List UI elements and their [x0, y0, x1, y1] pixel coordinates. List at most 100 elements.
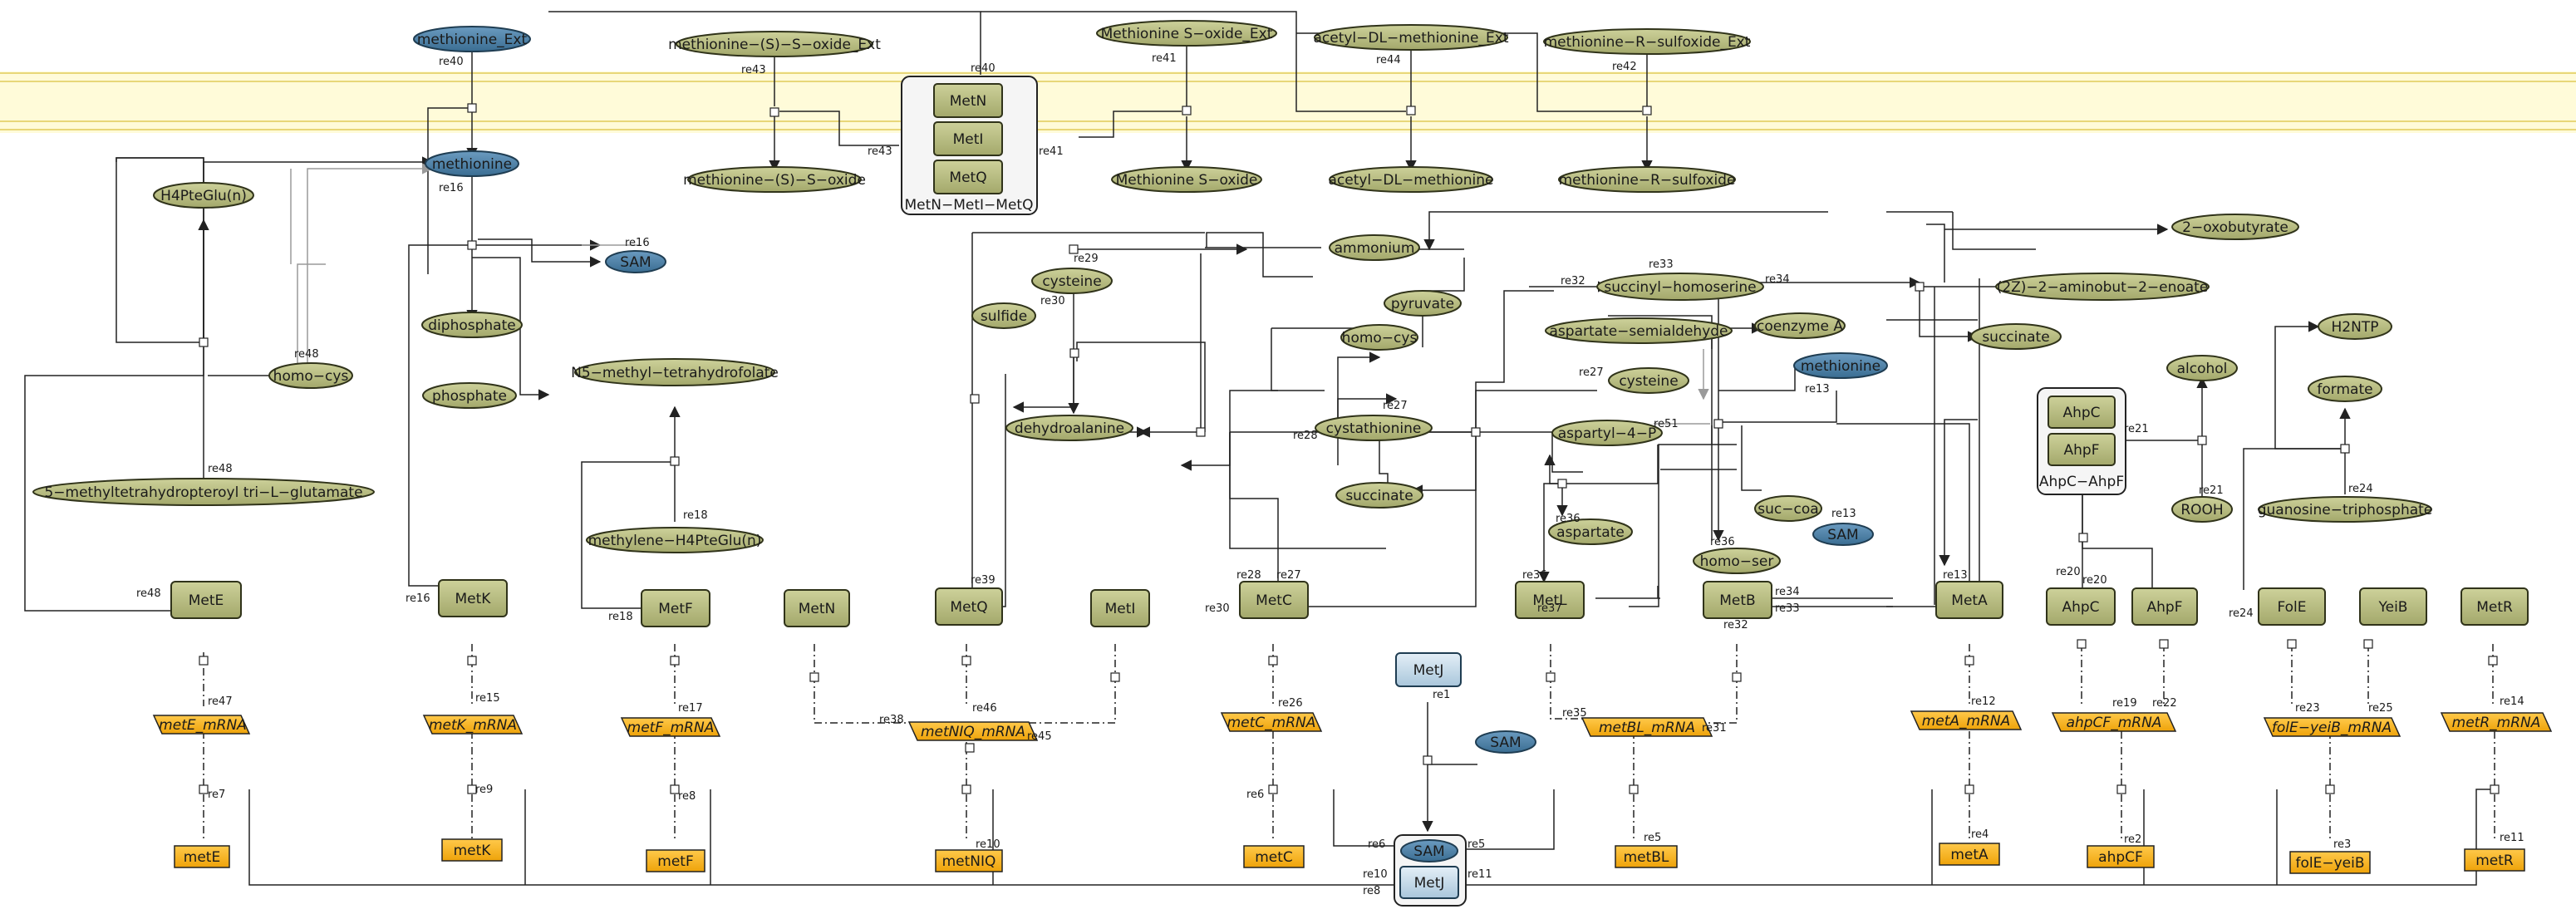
protein-metl[interactable]: MetL [1515, 581, 1585, 619]
mrna-fole-yeib[interactable]: folE−yeiB_mRNA [2263, 717, 2401, 737]
reaction-label: re27 [1579, 366, 1604, 379]
species-methionine-s-sulfoxide-ext[interactable]: methionine−(S)−S−oxide_Ext [668, 31, 881, 57]
complex-member-sam: SAM [1413, 843, 1444, 860]
species-aminobutenoate[interactable]: (2Z)−2−aminobut−2−enoate [1995, 273, 2210, 301]
mrna-meta[interactable]: metA_mRNA [1910, 710, 2023, 730]
species-methionine-s-oxide-ext[interactable]: Methionine S−oxide_Ext [1096, 20, 1277, 47]
gene-metf[interactable]: metF [646, 849, 705, 872]
species-pyruvate[interactable]: pyruvate [1384, 290, 1462, 317]
species-aspartyl-4-p[interactable]: aspartyl−4−P [1551, 420, 1663, 446]
gene-fole-yeib[interactable]: folE−yeiB [2289, 851, 2371, 874]
species-phosphate[interactable]: phosphate [422, 382, 517, 409]
species-sulfide[interactable]: sulfide [971, 302, 1036, 329]
gene-meta[interactable]: metA [1939, 843, 2000, 866]
protein-metc[interactable]: MetC [1239, 581, 1309, 619]
protein-metn[interactable]: MetN [784, 589, 850, 627]
species-homo-cys-left[interactable]: homo−cys [268, 362, 353, 389]
species-succinate-right[interactable]: succinate [1970, 323, 2062, 350]
species-acetyl-met[interactable]: acetyl−DL−methionine [1328, 166, 1494, 193]
gene-metk[interactable]: metK [441, 838, 503, 862]
protein-ahpc[interactable]: AhpC [2046, 587, 2116, 626]
species-aspartate[interactable]: aspartate [1548, 518, 1633, 545]
mrna-metc[interactable]: metC_mRNA [1220, 712, 1323, 732]
species-sam-metj[interactable]: SAM [1475, 730, 1536, 754]
species-methyltetrahydropteroyl[interactable]: 5−methyltetrahydropteroyl tri−L−glutamat… [32, 478, 375, 506]
protein-yeib[interactable]: YeiB [2359, 587, 2427, 626]
complex-ahpc-ahpf[interactable]: AhpC AhpF AhpC−AhpF [2037, 387, 2126, 495]
species-h2ntp[interactable]: H2NTP [2318, 313, 2392, 340]
species-homo-ser[interactable]: homo−ser [1693, 548, 1781, 574]
protein-meta[interactable]: MetA [1935, 581, 2003, 619]
protein-metb[interactable]: MetB [1703, 581, 1772, 619]
reaction-label: re34 [1775, 586, 1800, 598]
mrna-metbl[interactable]: metBL_mRNA [1581, 717, 1713, 737]
species-diphosphate[interactable]: diphosphate [421, 312, 523, 338]
species-cystathionine[interactable]: cystathionine [1315, 415, 1433, 441]
species-alcohol[interactable]: alcohol [2166, 355, 2238, 381]
gene-metc[interactable]: metC [1243, 845, 1305, 868]
svg-text:AhpC: AhpC [2062, 599, 2099, 616]
reaction-label: re10 [976, 838, 1000, 851]
species-suc-coa[interactable]: suc−coa [1754, 495, 1822, 522]
species-aspartate-semialdehyde[interactable]: aspartate−semialdehyde [1545, 317, 1733, 344]
species-cysteine-top[interactable]: cysteine [1031, 268, 1113, 294]
protein-metj[interactable]: MetJ [1395, 652, 1462, 687]
reaction-label: re41 [1152, 52, 1177, 65]
species-methionine-right[interactable]: methionine [1793, 352, 1888, 379]
mrna-metk[interactable]: metK_mRNA [422, 715, 524, 735]
complex-metn-meti-metq[interactable]: MetN MetI MetQ MetN−MetI−MetQ [901, 76, 1038, 215]
protein-metk[interactable]: MetK [438, 579, 508, 617]
mrna-ahpcf[interactable]: ahpCF_mRNA [2051, 712, 2177, 732]
species-acetyl-met-ext[interactable]: acetyl−DL−methionine_Ext [1313, 24, 1509, 51]
reaction-label: re24 [2348, 483, 2373, 495]
gene-mete[interactable]: metE [174, 845, 230, 868]
reaction-label: re11 [2500, 832, 2524, 844]
gene-metniq[interactable]: metNIQ [935, 849, 1003, 872]
species-guanosine-triphosphate[interactable]: guanosine−triphosphate [2258, 496, 2433, 523]
species-rooh[interactable]: ROOH [2171, 496, 2233, 523]
species-dehydroalanine[interactable]: dehydroalanine [1005, 415, 1133, 441]
species-coenzyme-a[interactable]: coenzyme A [1754, 312, 1846, 339]
gene-metr[interactable]: metR [2464, 848, 2525, 872]
protein-mete[interactable]: MetE [170, 581, 242, 619]
species-homo-cys-mid[interactable]: homo−cys [1340, 324, 1418, 351]
species-met-r-sulfoxide-ext[interactable]: methionine−R−sulfoxide_Ext [1543, 28, 1751, 55]
svg-text:folE−yeiB: folE−yeiB [2296, 855, 2365, 872]
mrna-metf[interactable]: metF_mRNA [620, 717, 721, 737]
reaction-label: re20 [2082, 574, 2107, 587]
species-formate[interactable]: formate [2308, 376, 2382, 402]
species-succinyl-homoserine[interactable]: succinyl−homoserine [1596, 273, 1764, 301]
complex-sam-metj[interactable]: SAM MetJ [1394, 834, 1467, 907]
gene-metbl[interactable]: metBL [1615, 845, 1678, 868]
svg-text:MetI: MetI [1105, 601, 1136, 617]
reaction-label: re5 [1467, 838, 1485, 851]
protein-metq[interactable]: MetQ [935, 587, 1003, 626]
protein-fole[interactable]: FolE [2258, 587, 2326, 626]
reaction-label: re8 [1363, 885, 1380, 897]
svg-text:SAM: SAM [1490, 735, 1521, 751]
gene-ahpcf[interactable]: ahpCF [2087, 845, 2155, 868]
mrna-metr[interactable]: metR_mRNA [2440, 712, 2553, 732]
protein-meti[interactable]: MetI [1090, 589, 1150, 627]
species-2-oxobutyrate[interactable]: 2−oxobutyrate [2171, 214, 2299, 240]
species-methylene-h4pteglun[interactable]: methylene−H4PteGlu(n) [586, 527, 764, 553]
species-methionine[interactable]: methionine [425, 150, 519, 177]
species-ammonium[interactable]: ammonium [1329, 234, 1420, 261]
species-cysteine-right[interactable]: cysteine [1608, 367, 1689, 394]
protein-ahpf[interactable]: AhpF [2131, 587, 2198, 626]
species-sam-right[interactable]: SAM [1812, 523, 1874, 546]
species-succinate-mid[interactable]: succinate [1335, 482, 1423, 509]
species-met-r-sulfoxide[interactable]: methionine−R−sulfoxide [1558, 166, 1736, 193]
protein-metr[interactable]: MetR [2460, 587, 2529, 626]
species-methionine-s-sulfoxide[interactable]: methionine−(S)−S−oxide [683, 166, 866, 193]
species-sam-top[interactable]: SAM [605, 250, 666, 273]
species-h4pteglun[interactable]: H4PteGlu(n) [153, 182, 254, 209]
reaction-label: re45 [1027, 730, 1052, 743]
svg-text:H4PteGlu(n): H4PteGlu(n) [160, 188, 247, 204]
species-n5-methyl-thf[interactable]: N5−methyl−tetrahydrofolate [571, 358, 779, 386]
mrna-mete[interactable]: metE_mRNA [152, 715, 251, 735]
mrna-metniq[interactable]: metNIQ_mRNA [907, 721, 1039, 741]
species-methionine-s-oxide[interactable]: Methionine S−oxide [1111, 166, 1262, 193]
protein-metf[interactable]: MetF [641, 589, 710, 627]
species-methionine-ext[interactable]: methionine_Ext [413, 26, 531, 52]
